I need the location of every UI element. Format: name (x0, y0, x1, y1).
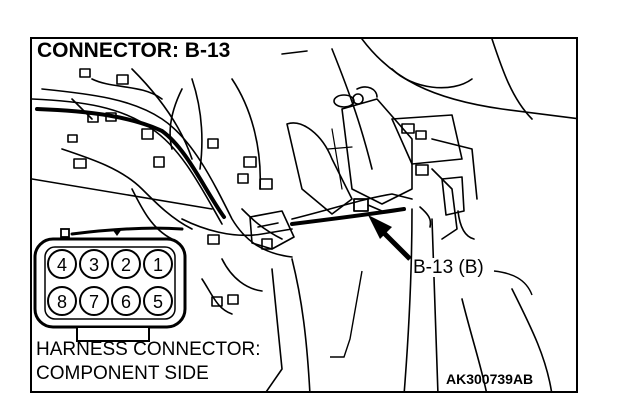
caption-leader (330, 270, 363, 358)
pin-label: 6 (121, 292, 131, 312)
diagram-title: CONNECTOR: B-13 (35, 39, 233, 62)
pin-circle (79, 249, 109, 279)
pin-label: 2 (121, 255, 131, 275)
pin-label: 7 (89, 292, 99, 312)
pin-circle (111, 286, 141, 316)
pin-label: 4 (57, 255, 67, 275)
pin-label: 5 (153, 292, 163, 312)
diagram-frame: 4 3 2 1 8 7 6 5 CONNECTOR: B-13 B-13 (B)… (30, 37, 578, 393)
pin-circle (47, 286, 77, 316)
pin-label: 8 (57, 292, 67, 312)
caption-line-2: COMPONENT SIDE (36, 363, 209, 384)
callout-leader (493, 270, 533, 296)
pin-circle (143, 249, 173, 279)
pin-label: 3 (89, 255, 99, 275)
pin-circle (111, 249, 141, 279)
figure-code: AK300739AB (446, 371, 534, 387)
caption-line-1: HARNESS CONNECTOR: (36, 339, 261, 360)
pin-circle (47, 249, 77, 279)
engine-bay-illustration: 4 3 2 1 8 7 6 5 (32, 39, 576, 391)
pin-circle (79, 286, 109, 316)
connector-face: 4 3 2 1 8 7 6 5 (33, 228, 187, 342)
callout-label: B-13 (B) (413, 257, 484, 278)
pin-label: 1 (153, 255, 163, 275)
callout-arrow (368, 215, 412, 261)
pin-circle (143, 286, 173, 316)
